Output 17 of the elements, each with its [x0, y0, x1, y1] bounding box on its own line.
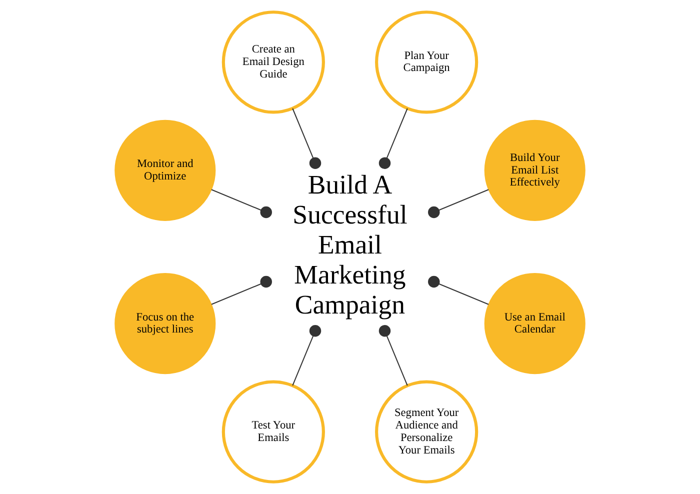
node-circle: Use an Email Calendar: [484, 273, 586, 374]
node-circle: Plan Your Campaign: [375, 10, 478, 114]
connector: [378, 325, 408, 386]
node-circle: Create an Email Design Guide: [222, 10, 325, 114]
node-text: Build A Successful Email Marketing Campaign: [292, 170, 408, 320]
node-circle: Focus on the subject lines: [114, 273, 216, 374]
connector: [292, 108, 322, 169]
node-circle: Monitor and Optimize: [114, 120, 216, 221]
connector: [211, 189, 272, 218]
node-circle: Test Your Emails: [222, 380, 325, 484]
connector: [428, 189, 489, 218]
node-circle: Segment Your Audience and Personalize Your Emails: [375, 380, 478, 484]
connector: [428, 276, 489, 305]
connector: [292, 325, 322, 386]
connector: [378, 108, 408, 169]
connector: [211, 276, 272, 305]
node-circle: Build Your Email List Effectively: [484, 120, 586, 221]
